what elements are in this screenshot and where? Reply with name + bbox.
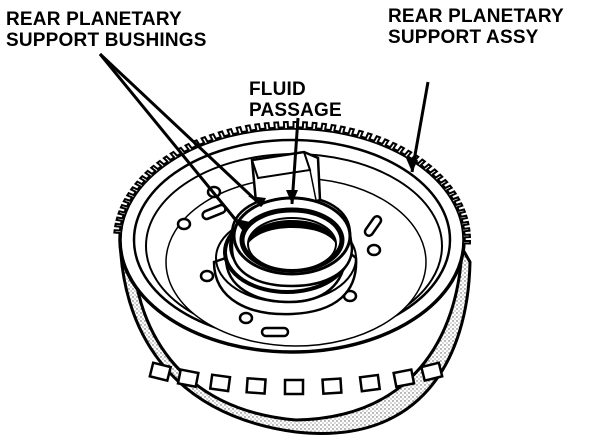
spline-tooth	[226, 127, 235, 136]
spline-teeth	[113, 120, 472, 245]
spline-tooth	[273, 121, 280, 129]
label-support-bushings: REAR PLANETARY SUPPORT BUSHINGS	[6, 9, 207, 51]
spline-tooth	[373, 134, 382, 144]
spline-tooth	[115, 216, 124, 222]
leader-assembly	[410, 81, 430, 173]
leader-arrowhead	[286, 190, 298, 204]
spline-tooth	[439, 178, 449, 187]
window-slot	[176, 368, 200, 389]
spline-tooth	[457, 208, 467, 215]
label-line: REAR PLANETARY	[388, 6, 564, 27]
floor-hole	[366, 243, 382, 257]
spline-tooth	[217, 130, 226, 139]
spline-tooth	[423, 163, 433, 171]
spline-tooth	[460, 214, 469, 221]
spline-tooth	[208, 132, 218, 142]
spline-tooth	[254, 122, 262, 131]
spline-tooth	[113, 229, 121, 234]
label-line: PASSAGE	[249, 100, 342, 121]
spline-tooth	[347, 127, 356, 136]
spline-tooth	[244, 124, 253, 133]
window-slot	[321, 377, 343, 396]
label-line: REAR PLANETARY	[6, 9, 182, 30]
leader-lines	[98, 52, 430, 231]
spline-tooth	[403, 149, 413, 158]
spline-tooth	[444, 184, 454, 192]
spline-tooth	[429, 168, 439, 176]
spline-tooth	[114, 222, 122, 228]
spline-tooth	[155, 159, 166, 168]
leader-arrowhead	[248, 196, 266, 206]
spline-tooth	[320, 122, 328, 131]
label-line: SUPPORT ASSY	[388, 27, 539, 48]
spline-tooth	[338, 125, 346, 134]
window-slot	[148, 361, 173, 383]
floor-hole	[199, 269, 215, 283]
window-slot	[283, 378, 305, 396]
window-slot	[358, 373, 382, 393]
leader-bushing-upper	[98, 52, 264, 208]
spline-tooth	[301, 121, 309, 129]
spline-tooth	[463, 227, 471, 233]
spline-tooth	[364, 132, 373, 141]
spline-tooth	[282, 121, 289, 129]
spline-tooth	[263, 121, 271, 130]
spline-tooth	[119, 203, 129, 211]
spline-tooth	[122, 197, 132, 205]
spline-tooth	[183, 142, 193, 151]
label-support-assembly: REAR PLANETARY SUPPORT ASSY	[388, 6, 564, 48]
window-slot	[419, 361, 444, 383]
leader-arrowhead	[232, 218, 250, 230]
spline-tooth	[235, 125, 244, 134]
floor-slot	[363, 215, 383, 237]
spline-tooth	[311, 121, 318, 130]
label-line: FLUID	[249, 79, 306, 100]
spline-tooth	[381, 138, 390, 147]
window-slot	[208, 373, 232, 393]
spline-tooth	[417, 158, 427, 167]
spline-tooth	[329, 123, 337, 132]
spline-tooth	[149, 164, 159, 173]
bushing-shadow	[248, 220, 336, 244]
spline-tooth	[133, 180, 144, 188]
spline-tooth	[138, 174, 148, 183]
leader-arrowhead	[406, 158, 418, 172]
spline-tooth	[200, 135, 209, 145]
leader-bushing-lower	[98, 53, 246, 231]
leader-fluid-passage	[290, 117, 300, 205]
spline-tooth	[463, 239, 472, 245]
spline-tooth	[169, 150, 179, 159]
spline-tooth	[125, 191, 135, 199]
window-slot	[392, 368, 416, 389]
spline-tooth	[388, 141, 398, 150]
spline-tooth	[143, 169, 154, 178]
spline-tooth	[162, 155, 172, 163]
spline-tooth	[396, 145, 406, 154]
floor-hole	[176, 217, 192, 231]
drum-window-slots	[148, 361, 444, 396]
spline-tooth	[129, 186, 139, 193]
spline-tooth	[455, 202, 464, 209]
spline-tooth	[461, 220, 470, 227]
window-slot	[245, 376, 267, 395]
label-line: SUPPORT BUSHINGS	[6, 30, 207, 51]
label-fluid-passage: FLUID PASSAGE	[249, 79, 342, 121]
spline-tooth	[448, 190, 458, 198]
spline-tooth	[463, 233, 471, 239]
spline-tooth	[451, 196, 461, 203]
floor-hole	[238, 311, 254, 325]
spline-tooth	[434, 173, 444, 181]
spline-tooth	[356, 129, 365, 138]
floor-slot	[260, 326, 290, 338]
spline-tooth	[117, 210, 126, 216]
